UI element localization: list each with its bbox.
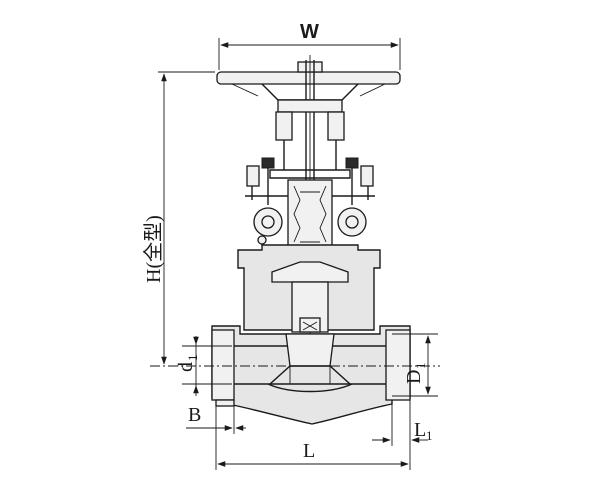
label-l1-sub: 1 — [426, 428, 433, 443]
dimension-b: B — [186, 404, 246, 434]
dimension-l1: L 1 — [372, 400, 433, 446]
label-d1-sub: 1 — [185, 355, 200, 362]
dimension-d1: d 1 — [175, 336, 232, 396]
valve-body — [211, 325, 411, 425]
bonnet — [237, 244, 381, 333]
label-l: L — [303, 440, 315, 462]
gland-packing — [257, 179, 333, 251]
label-D1: D — [403, 370, 425, 384]
label-h: H(全型) — [142, 215, 165, 283]
label-b: B — [188, 404, 201, 426]
handwheel — [216, 61, 401, 101]
label-l1: L — [414, 419, 426, 441]
dimension-l: L — [215, 400, 411, 470]
dimension-D1: D 1 — [392, 333, 438, 397]
label-D1-sub: 1 — [413, 363, 428, 370]
dimension-h: H(全型) — [142, 71, 215, 365]
left-eye-bolt — [245, 157, 292, 237]
right-eye-bolt — [328, 157, 375, 237]
yoke — [269, 99, 351, 179]
label-d1: d — [175, 362, 197, 372]
dimension-w: W — [218, 21, 401, 70]
label-w: W — [300, 21, 319, 43]
